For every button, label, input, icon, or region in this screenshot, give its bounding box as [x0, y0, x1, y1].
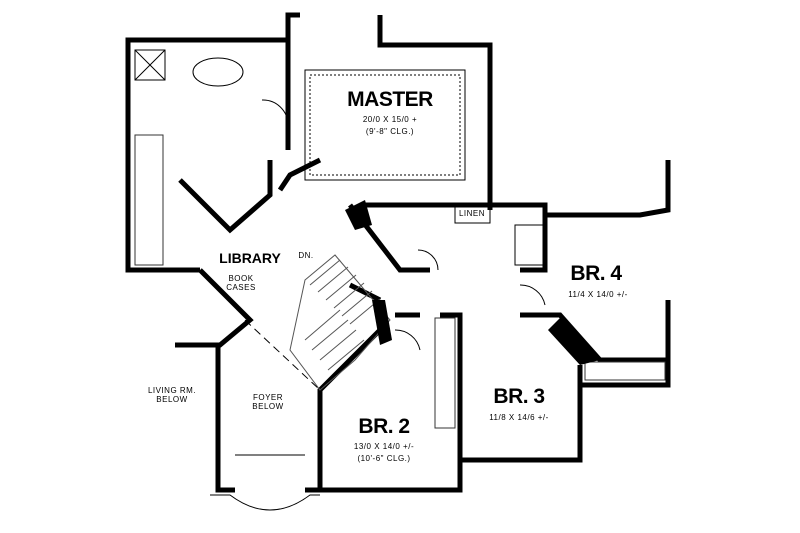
br2-label: BR. 2	[358, 415, 410, 438]
master-tray-ceiling	[304, 69, 466, 181]
linen-wall	[360, 202, 548, 273]
living-room-label: LIVING RM. BELOW	[147, 386, 197, 405]
br4-size: 11/4 X 14/0 +/-	[568, 290, 628, 299]
br3-label: BR. 3	[493, 385, 545, 408]
entry-bay	[210, 494, 320, 511]
foyer-label: FOYER BELOW	[252, 393, 284, 412]
br3-size: 11/8 X 14/6 +/-	[489, 413, 549, 422]
foyer-walls	[215, 345, 235, 493]
master-walls	[285, 12, 300, 150]
door-swing	[261, 99, 289, 126]
master-ceiling: (9'-8" CLG.)	[365, 127, 415, 136]
stairs-down-label: DN.	[298, 251, 314, 260]
stair-wall	[348, 282, 382, 303]
bathtub-icon	[192, 57, 244, 87]
master-walls-top	[377, 15, 493, 210]
bath-inner-wall	[178, 160, 273, 234]
br4-right	[577, 300, 671, 388]
foyer-right	[305, 390, 323, 493]
closet-shelving	[134, 134, 666, 429]
wall-block	[372, 300, 392, 345]
tub2-icon	[514, 224, 544, 266]
bath2-walls	[348, 203, 430, 273]
br2-size: 13/0 X 14/0 +/-	[353, 442, 415, 451]
linen-closet	[454, 204, 491, 224]
br4-closet	[520, 312, 668, 363]
bookcases-label: BOOK CASES	[226, 274, 256, 293]
door-swing	[417, 249, 439, 271]
br4-label: BR. 4	[570, 262, 622, 285]
br2-ceiling: (10'-6" CLG.)	[357, 454, 411, 463]
br4-walls	[545, 160, 671, 218]
wall-block	[345, 200, 372, 230]
master-size: 20/0 X 15/0 +	[362, 115, 418, 124]
linen-label: LINEN	[458, 209, 486, 218]
balcony-line	[244, 319, 321, 391]
wall-block	[548, 318, 600, 365]
door-swing	[519, 284, 546, 306]
door-swing	[394, 329, 421, 351]
bath-walls	[125, 37, 288, 273]
library-walls	[175, 268, 254, 348]
library-label: LIBRARY	[219, 250, 281, 266]
master-label: MASTER	[347, 88, 433, 111]
shower-icon	[134, 49, 166, 81]
